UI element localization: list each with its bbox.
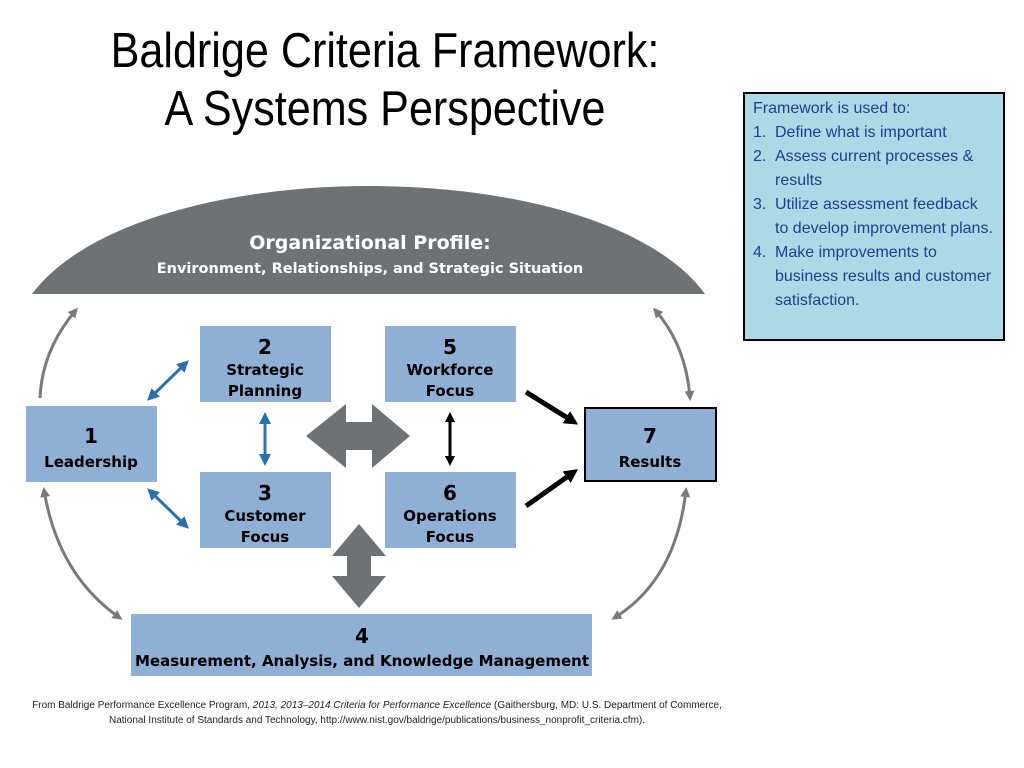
citation-prefix: From Baldrige Performance Excellence Pro… [32, 700, 253, 711]
note-item-number: 2. [753, 148, 767, 165]
citation-title: 2013, 2013–2014 Criteria for Performance… [252, 700, 492, 711]
title-line-1: Baldrige Criteria Framework: [110, 24, 660, 78]
profile-subtitle: Environment, Relationships, and Strategi… [157, 261, 584, 277]
box-results: 7 Results [584, 407, 717, 482]
curve-arrow-leadership-measurement [40, 487, 123, 620]
box-number: 1 [84, 424, 98, 448]
citation: From Baldrige Performance Excellence Pro… [20, 698, 734, 728]
note-item: 2. Assess current processes & results [753, 145, 995, 193]
box-label: Leadership [44, 453, 138, 471]
box-number: 4 [355, 624, 369, 648]
slide-title: Baldrige Criteria Framework: A Systems P… [81, 22, 688, 138]
note-item-number: 1. [753, 124, 767, 141]
black-arrow-operations-results [524, 469, 579, 509]
box-workforce-focus: 5 Workforce Focus [385, 326, 516, 402]
curve-arrow-leadership-profile [38, 307, 78, 399]
big-horizontal-double-arrow [306, 404, 410, 468]
note-item: 4. Make improvements to business results … [753, 241, 995, 313]
blue-arrow-leadership-strategic [147, 360, 189, 401]
big-vertical-double-arrow [332, 524, 386, 608]
box-measurement: 4 Measurement, Analysis, and Knowledge M… [131, 614, 592, 676]
note-heading: Framework is used to: [753, 100, 911, 117]
box-customer-focus: 3 Customer Focus [200, 472, 331, 548]
box-number: 7 [643, 424, 657, 448]
note-item-number: 3. [753, 196, 767, 213]
profile-title: Organizational Profile: [249, 232, 490, 254]
box-label: Planning [228, 382, 302, 400]
box-number: 5 [443, 335, 457, 359]
box-label: Focus [426, 382, 475, 400]
title-line-2: A Systems Perspective [164, 82, 606, 136]
note-item-text: Make improvements to business results an… [775, 244, 992, 309]
note-list: 1. Define what is important 2. Assess curr… [753, 121, 995, 313]
framework-note: Framework is used to: 1. Define what is i… [743, 92, 1005, 341]
curve-arrow-profile-results [653, 307, 695, 401]
note-item: 1. Define what is important [753, 121, 995, 145]
box-label: Measurement, Analysis, and Knowledge Man… [135, 652, 589, 670]
box-label: Workforce [407, 361, 494, 379]
box-number: 2 [258, 335, 272, 359]
box-label: Focus [426, 528, 475, 546]
note-item-text: Assess current processes & results [775, 148, 974, 189]
box-label: Results [619, 453, 682, 471]
box-operations-focus: 6 Operations Focus [385, 472, 516, 548]
box-strategic-planning: 2 Strategic Planning [200, 326, 331, 402]
note-item-text: Define what is important [775, 124, 947, 141]
organizational-profile: Organizational Profile: Environment, Rel… [32, 186, 705, 294]
profile-dome [32, 186, 705, 294]
note-item-number: 4. [753, 244, 767, 261]
box-number: 6 [443, 481, 457, 505]
box-label: Focus [241, 528, 290, 546]
box-label: Strategic [226, 361, 304, 379]
box-leadership: 1 Leadership [26, 406, 157, 482]
curve-arrow-measurement-results [611, 487, 691, 620]
box-label: Customer [224, 507, 306, 525]
black-arrow-workforce-results [524, 389, 579, 425]
blue-arrow-leadership-customer [147, 488, 189, 529]
box-number: 3 [258, 481, 272, 505]
note-item: 3. Utilize assessment feedback to develop… [753, 193, 995, 241]
box-label: Operations [403, 507, 496, 525]
citation-suffix: (Gaithersburg, MD: U.S. Department of Co… [108, 700, 722, 726]
note-item-text: Utilize assessment feedback to develop i… [775, 196, 993, 237]
